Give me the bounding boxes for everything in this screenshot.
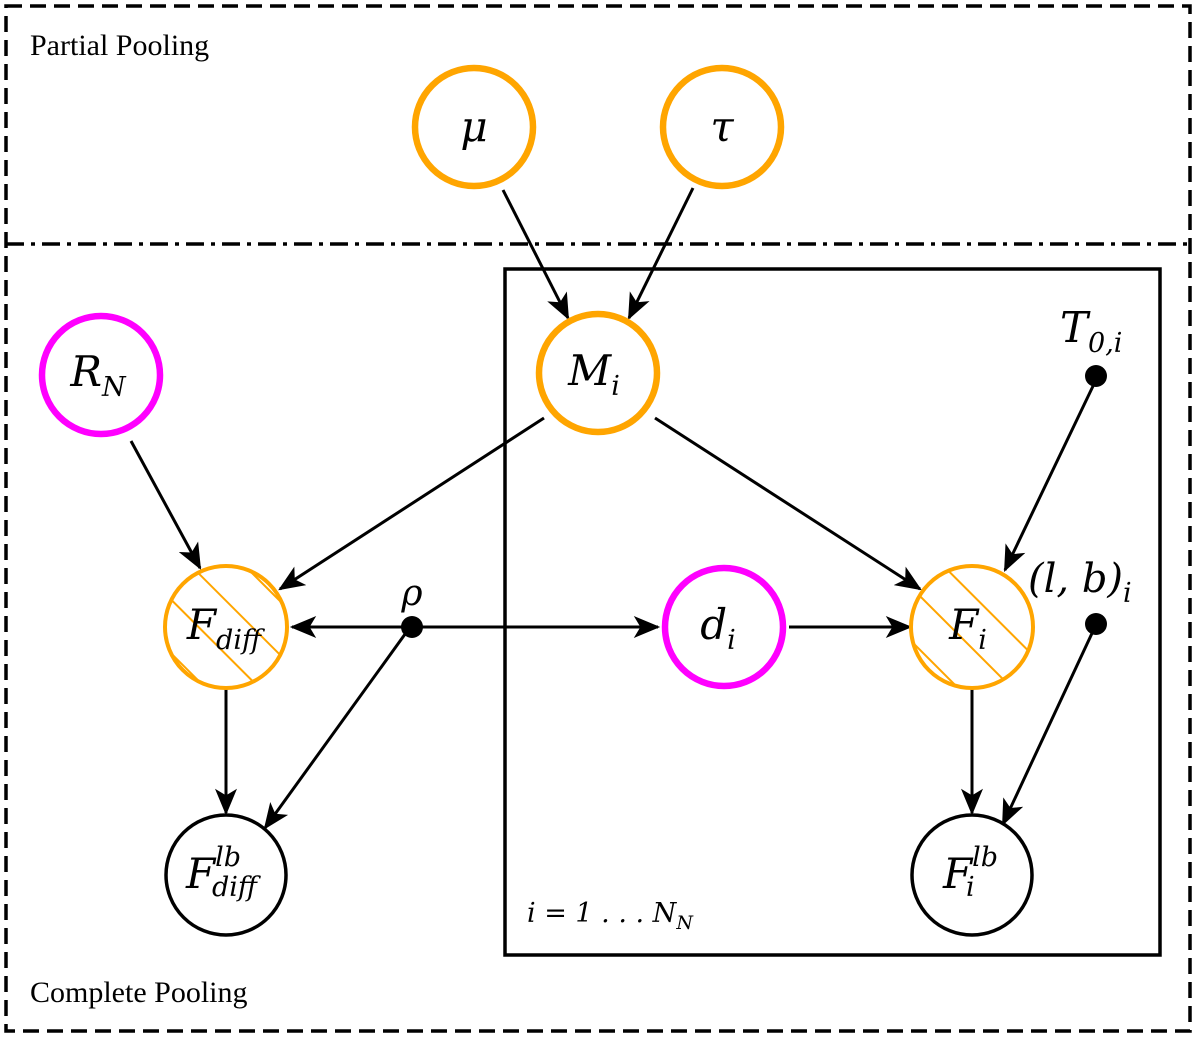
node-F: Fi [909, 564, 1035, 690]
node-Fdiff: Fdiff [163, 564, 289, 690]
node-mu-label: μ [460, 102, 487, 151]
edge-mu-to-M [501, 189, 570, 320]
node-R: RN [38, 312, 164, 438]
node-T0-label: T0,i [1060, 303, 1122, 359]
node-M-label: Mi [567, 346, 620, 402]
node-T0: T0,i [1060, 303, 1122, 387]
node-d: di [661, 564, 787, 690]
plate [503, 267, 1162, 957]
node-rho-label: ρ [400, 573, 422, 614]
edge-tau-to-M [627, 187, 695, 320]
node-tau: τ [659, 64, 785, 190]
edge-M-to-F [654, 416, 922, 591]
node-R-label: RN [69, 347, 127, 403]
node-Fdiff-label: Fdiff [186, 600, 265, 656]
node-M: Mi [535, 310, 661, 436]
complete-pooling-label: Complete Pooling [30, 976, 248, 1009]
node-rho: ρ [400, 573, 423, 638]
edge-rho-to-Fdiff-lb [263, 629, 410, 830]
edge-R-to-Fdiff [129, 440, 202, 570]
node-lb: (l, b)i [1028, 556, 1132, 635]
node-d-label: di [700, 600, 736, 656]
outer-frame [4, 4, 1192, 1033]
partial-pooling-label: Partial Pooling [30, 29, 209, 62]
node-F-label: Fi [948, 600, 987, 656]
edge-lb-to-F-lb [1001, 628, 1096, 826]
edge-T0-to-F [1003, 383, 1096, 572]
edges [129, 187, 1096, 830]
edge-M-to-Fdiff [278, 416, 545, 591]
node-tau-label: τ [710, 102, 734, 151]
plate-index-label: i = 1 . . . NN [527, 898, 694, 934]
node-mu: μ [411, 64, 537, 190]
node-lb-label: (l, b)i [1028, 556, 1132, 609]
